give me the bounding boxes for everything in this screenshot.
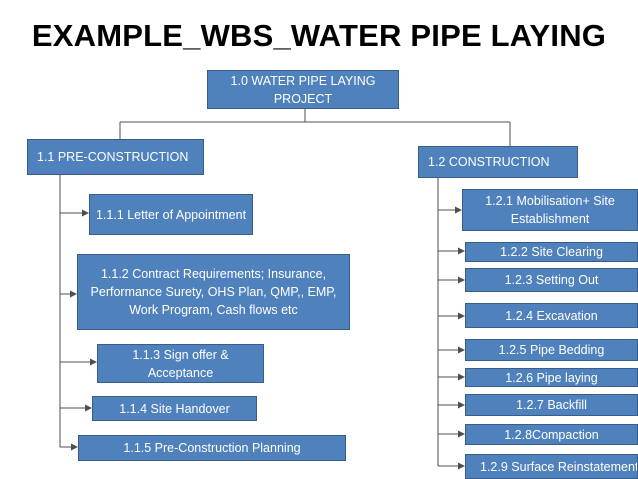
wbs-node-1-1-2[interactable]: 1.1.2 Contract Requirements; Insurance, … bbox=[77, 254, 350, 330]
wbs-node-1-2-5[interactable]: 1.2.5 Pipe Bedding bbox=[465, 339, 638, 361]
wbs-node-label: 1.1.2 Contract Requirements; Insurance, … bbox=[90, 267, 337, 317]
wbs-node-label: 1.2 CONSTRUCTION bbox=[428, 155, 550, 169]
wbs-node-pre-construction[interactable]: 1.1 PRE-CONSTRUCTION bbox=[27, 139, 204, 175]
wbs-node-root[interactable]: 1.0 WATER PIPE LAYING PROJECT bbox=[207, 70, 399, 109]
wbs-node-1-1-3[interactable]: 1.1.3 Sign offer & Acceptance bbox=[97, 344, 264, 383]
wbs-node-label: 1.1.3 Sign offer & Acceptance bbox=[132, 347, 229, 380]
wbs-node-1-1-5[interactable]: 1.1.5 Pre-Construction Planning bbox=[78, 435, 346, 461]
wbs-node-label: 1.2.5 Pipe Bedding bbox=[498, 343, 605, 357]
wbs-node-1-2-8[interactable]: 1.2.8Compaction bbox=[465, 424, 638, 445]
wbs-node-label: 1.2.4 Excavation bbox=[505, 308, 598, 323]
wbs-node-1-1-4[interactable]: 1.1.4 Site Handover bbox=[92, 396, 257, 421]
wbs-node-label: 1.2.8Compaction bbox=[504, 427, 599, 442]
wbs-node-label: 1.0 WATER PIPE LAYING PROJECT bbox=[230, 73, 376, 106]
wbs-node-label: 1.1.5 Pre-Construction Planning bbox=[123, 441, 301, 455]
diagram-title: EXAMPLE_WBS_WATER PIPE LAYING bbox=[31, 18, 607, 53]
wbs-node-label: 1.2.7 Backfill bbox=[516, 398, 587, 412]
wbs-node-label: 1.2.1 Mobilisation+ Site Establishment bbox=[485, 194, 615, 226]
wbs-node-1-2-2[interactable]: 1.2.2 Site Clearing bbox=[465, 242, 638, 262]
wbs-node-label: 1.1.1 Letter of Appointment bbox=[95, 207, 247, 222]
wbs-node-construction[interactable]: 1.2 CONSTRUCTION bbox=[418, 146, 578, 178]
wbs-node-label: 1.1.4 Site Handover bbox=[119, 401, 230, 416]
wbs-node-1-1-1[interactable]: 1.1.1 Letter of Appointment bbox=[89, 194, 253, 235]
wbs-node-label: 1.2.2 Site Clearing bbox=[500, 245, 603, 259]
wbs-node-1-2-7[interactable]: 1.2.7 Backfill bbox=[465, 394, 638, 416]
wbs-node-1-2-3[interactable]: 1.2.3 Setting Out bbox=[465, 268, 638, 292]
wbs-node-label: 1.2.9 Surface Reinstatement bbox=[480, 459, 638, 474]
wbs-node-1-2-4[interactable]: 1.2.4 Excavation bbox=[465, 303, 638, 328]
wbs-node-label: 1.2.3 Setting Out bbox=[504, 273, 599, 287]
wbs-node-1-2-6[interactable]: 1.2.6 Pipe laying bbox=[465, 368, 638, 387]
wbs-node-label: 1.2.6 Pipe laying bbox=[505, 370, 598, 385]
wbs-node-1-2-1[interactable]: 1.2.1 Mobilisation+ Site Establishment bbox=[462, 189, 638, 231]
wbs-node-1-2-9[interactable]: 1.2.9 Surface Reinstatement bbox=[465, 454, 638, 479]
wbs-node-label: 1.1 PRE-CONSTRUCTION bbox=[37, 150, 189, 164]
